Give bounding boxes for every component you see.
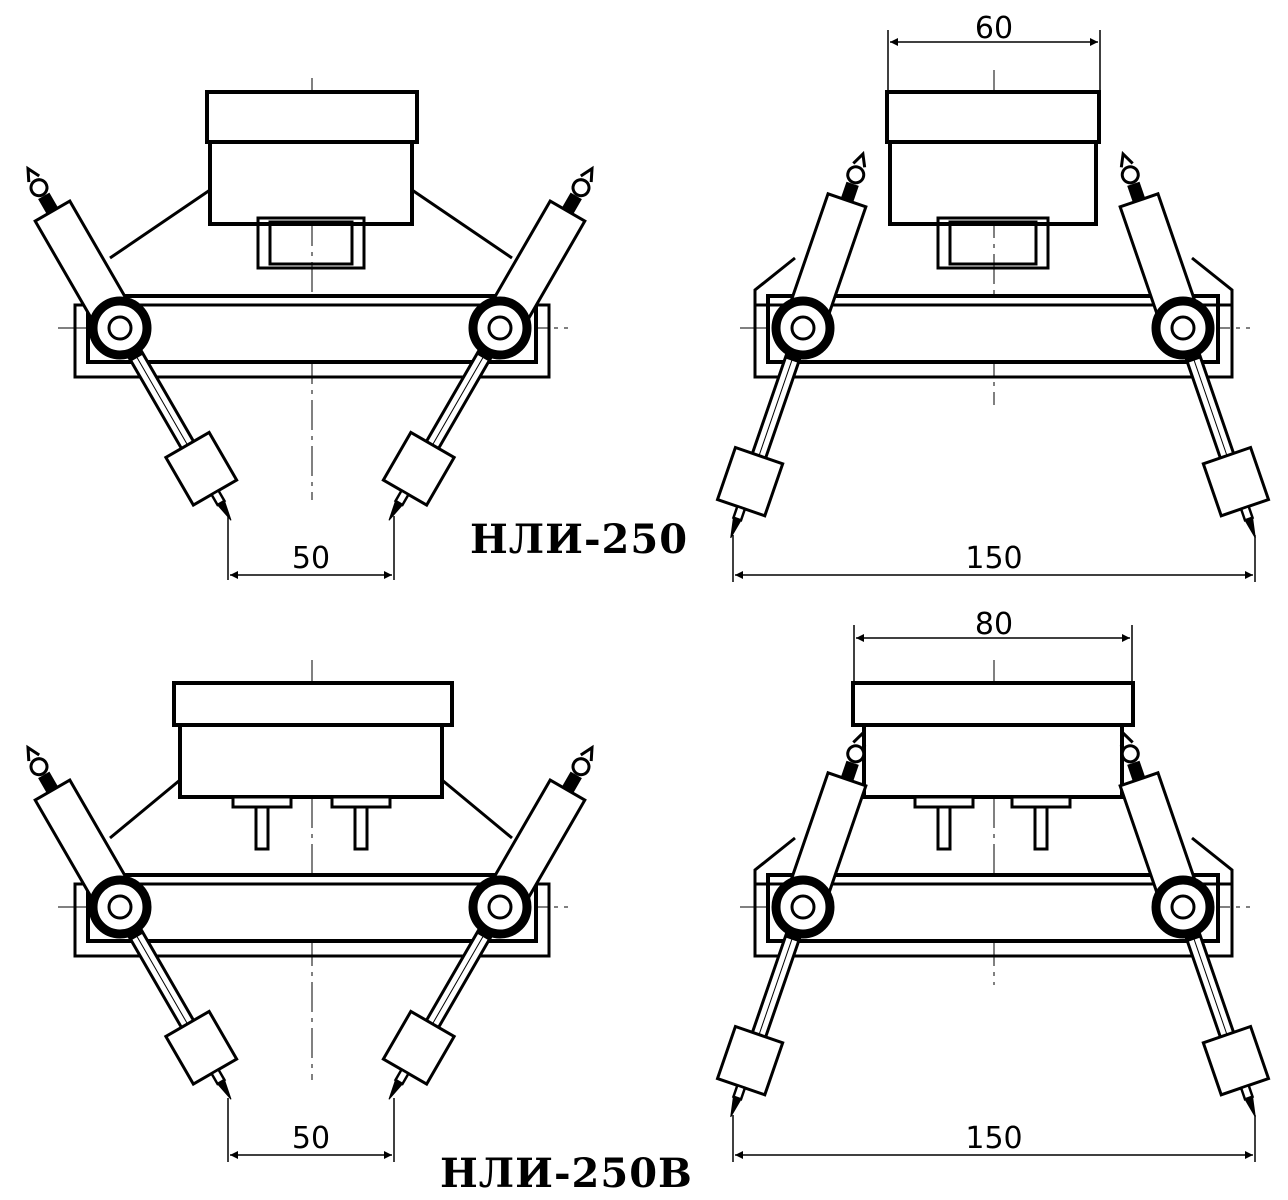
- gauge-head: [172, 681, 454, 727]
- model-label-nli-250b: НЛИ-250В: [440, 1150, 693, 1197]
- dimension-top-right-span: 150: [965, 541, 1022, 576]
- base-bar: [766, 294, 1220, 364]
- gauge-body: [888, 140, 1098, 226]
- base-bar: [766, 873, 1220, 943]
- gauge-body: [178, 723, 444, 799]
- gauge-stem: [936, 216, 1050, 270]
- view-top-left: [4, 78, 616, 580]
- dimension-bottom-left: 50: [292, 1121, 330, 1156]
- gauge-body: [208, 140, 414, 226]
- gauge-head: [851, 681, 1135, 727]
- dimension-bottom-right-width: 80: [975, 607, 1013, 642]
- gauge-head: [205, 90, 419, 144]
- base-bar: [86, 873, 538, 943]
- base-bar: [86, 294, 538, 364]
- dimension-bottom-right-span: 150: [965, 1121, 1022, 1156]
- view-bottom-right: [705, 625, 1281, 1162]
- gauge-stem: [256, 216, 366, 270]
- gauge-body: [862, 723, 1124, 799]
- view-top-right: [705, 30, 1281, 582]
- model-label-nli-250: НЛИ-250: [470, 516, 689, 563]
- gauge-head: [885, 90, 1101, 144]
- view-bottom-left: [4, 660, 616, 1162]
- dimension-top-left: 50: [292, 541, 330, 576]
- dimension-top-right-width: 60: [975, 11, 1013, 46]
